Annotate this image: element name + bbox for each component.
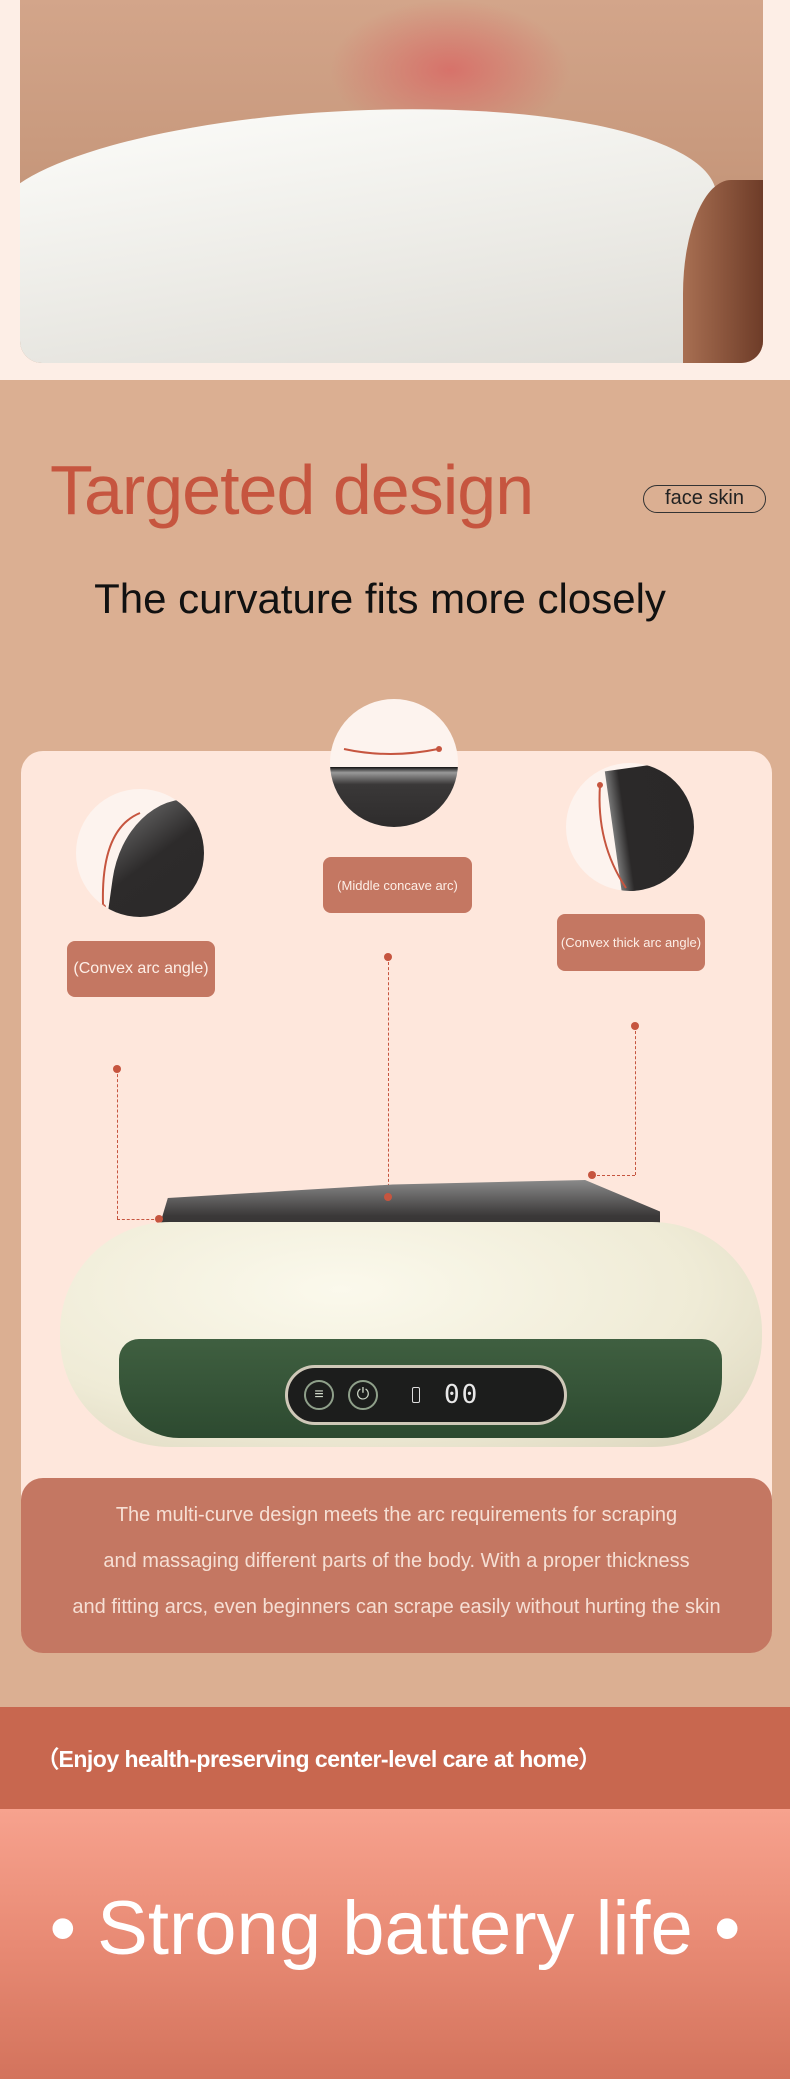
- device-display-panel: ≡ ⏻ 00: [285, 1365, 567, 1425]
- description-line: and fitting arcs, even beginners can scr…: [72, 1596, 721, 1618]
- middle-concave-arc-label: (Middle concave arc): [323, 857, 472, 913]
- power-button-icon: ⏻: [348, 1380, 378, 1410]
- leader-dot: [588, 1171, 596, 1179]
- description-line: The multi-curve design meets the arc req…: [115, 1504, 678, 1526]
- battery-icon: [412, 1387, 420, 1403]
- arc-indicator-icon: [343, 746, 442, 755]
- battery-heading: • Strong battery life •: [49, 1886, 741, 1971]
- battery-section: [0, 1809, 790, 2079]
- leader-line: [117, 1219, 159, 1220]
- convex-thick-arc-angle-label: (Convex thick arc angle): [557, 914, 705, 971]
- convex-arc-detail-image: [76, 789, 204, 917]
- middle-concave-detail-image: [330, 699, 458, 827]
- convex-thick-arc-detail-image: [566, 763, 694, 891]
- leader-line: [592, 1175, 635, 1176]
- description-line: and massaging different parts of the bod…: [103, 1550, 690, 1572]
- banner-band: [0, 1707, 790, 1809]
- face-skin-tag: face skin: [643, 485, 766, 513]
- leader-dot: [155, 1215, 163, 1223]
- arc-indicator-icon: [597, 782, 627, 889]
- description-box: The multi-curve design meets the arc req…: [21, 1478, 772, 1653]
- mode-button-icon: ≡: [304, 1380, 334, 1410]
- leader-line: [117, 1069, 118, 1219]
- leader-line: [635, 1026, 636, 1175]
- device-display-digits: 00: [444, 1380, 480, 1410]
- leader-dot: [384, 1193, 392, 1201]
- leader-line: [388, 957, 389, 1197]
- section-subtitle: The curvature fits more closely: [94, 575, 666, 622]
- hero-photo-area: [0, 0, 790, 380]
- convex-arc-angle-label: (Convex arc angle): [67, 941, 215, 997]
- banner-text: （Enjoy health-preserving center-level ca…: [36, 1746, 602, 1772]
- white-ruffle-cloth: [20, 85, 730, 363]
- product-photo-skin: [20, 0, 763, 363]
- section-title: Targeted design: [50, 451, 534, 529]
- arc-indicator-icon: [100, 812, 141, 910]
